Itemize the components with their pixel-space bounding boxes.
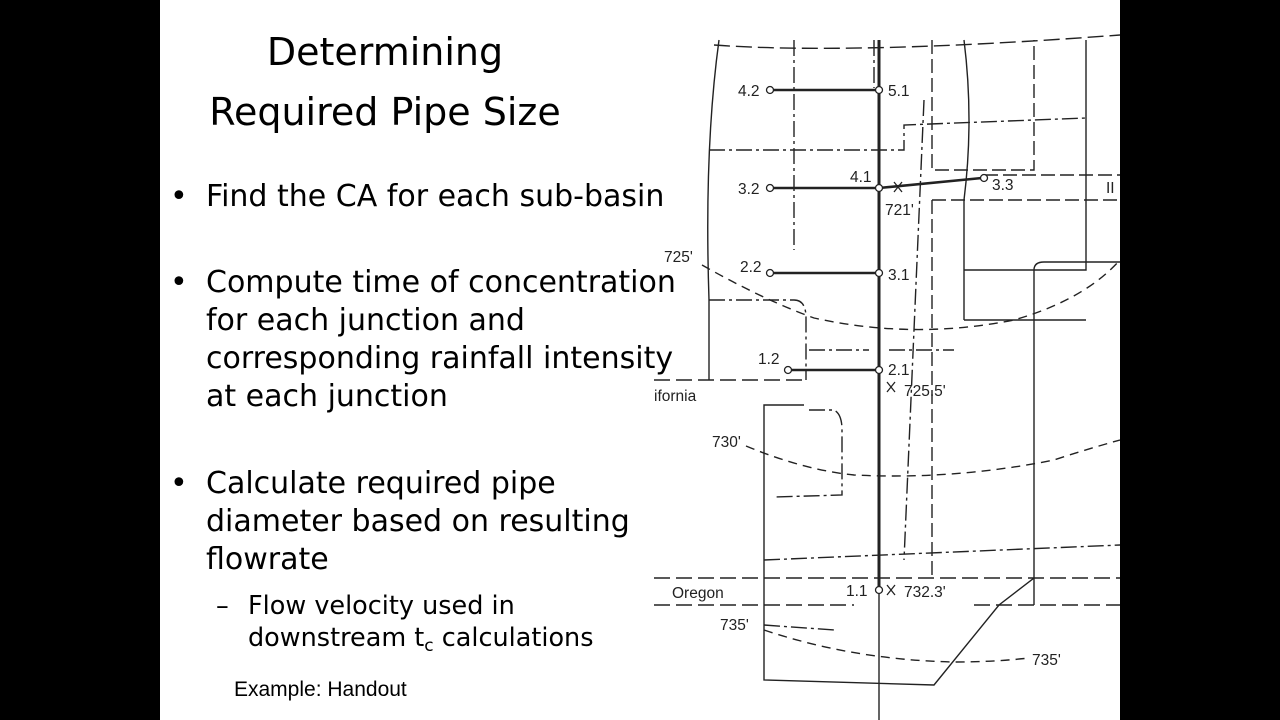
node-label: 4.2 (738, 83, 760, 100)
node-label: 2.2 (740, 259, 762, 276)
node-marker (765, 183, 775, 193)
lot-line (709, 117, 1087, 151)
node-marker (874, 365, 884, 375)
node-label: 3.2 (738, 181, 760, 198)
elevation-label: 721' (885, 202, 914, 219)
elevation-label: 732.3' (904, 584, 946, 601)
node-label: 3.3 (992, 177, 1014, 194)
street-centerline (713, 34, 1120, 50)
slide-title-line-2: Required Pipe Size (209, 90, 561, 134)
node-marker (874, 183, 884, 193)
node-label: 5.1 (888, 83, 910, 100)
slide: Determining Required Pipe Size • Find th… (160, 0, 1120, 720)
lot-line (763, 544, 1120, 561)
example-note: Example: Handout (234, 678, 407, 701)
lot-line (903, 99, 925, 561)
contour-730 (745, 439, 1120, 477)
sub-bullet-line-2-prefix: downstream t (248, 623, 425, 653)
lot-line (709, 299, 807, 380)
street-label: ifornia (654, 388, 697, 405)
contour-label: 725' (664, 249, 693, 266)
lot-line (763, 624, 835, 631)
edge-mark: II (1106, 180, 1115, 197)
lot-boundary (931, 40, 1035, 171)
contour-label: 735' (1032, 652, 1061, 669)
bullet-marker: • (170, 179, 188, 214)
node-label: 1.2 (758, 351, 780, 368)
node-label: 1.1 (846, 583, 868, 600)
elevation-label: 725.5' (904, 383, 946, 400)
street-centerline (654, 379, 1120, 606)
subscript-c: c (424, 636, 434, 656)
node-label: 2.1 (888, 362, 910, 379)
property-line (707, 39, 720, 380)
node-marker (765, 85, 775, 95)
sub-bullet-line-1: Flow velocity used in (248, 591, 515, 621)
street-label: Oregon (672, 585, 724, 602)
bullet-text: Calculate required pipe diameter based o… (206, 466, 630, 577)
node-marker (874, 585, 884, 595)
contour-label: 730' (712, 434, 741, 451)
property-line (963, 39, 1086, 321)
elevation-mark-icon (886, 584, 896, 596)
node-marker (874, 268, 884, 278)
sub-bullet-line-2-suffix: calculations (433, 623, 594, 653)
node-marker (765, 268, 775, 278)
property-line (964, 40, 1087, 271)
property-line (763, 261, 1120, 686)
contour-735 (763, 629, 1030, 663)
contour-label: 735' (720, 617, 749, 634)
lot-line (773, 409, 843, 498)
bullet-marker: • (170, 265, 188, 300)
bullet-marker: • (170, 466, 188, 501)
lateral-3-3 (878, 176, 983, 190)
bullet-text: Find the CA for each sub-basin (206, 179, 665, 214)
bullet-text: Compute time of concentration for each j… (206, 265, 676, 414)
node-label: 4.1 (850, 169, 872, 186)
elevation-mark-icon (886, 381, 896, 393)
sub-bullet-dash: – (216, 591, 229, 621)
node-marker (874, 85, 884, 95)
node-marker (783, 365, 793, 375)
slide-title-line-1: Determining (266, 30, 504, 74)
storm-sewer-map: 5.1 4.2 4.1 3.2 3.3 3.1 2.2 2.1 1.2 1.1 … (654, 34, 1120, 720)
elevation-mark-icon (893, 181, 903, 193)
node-marker (979, 173, 989, 183)
node-label: 3.1 (888, 267, 910, 284)
